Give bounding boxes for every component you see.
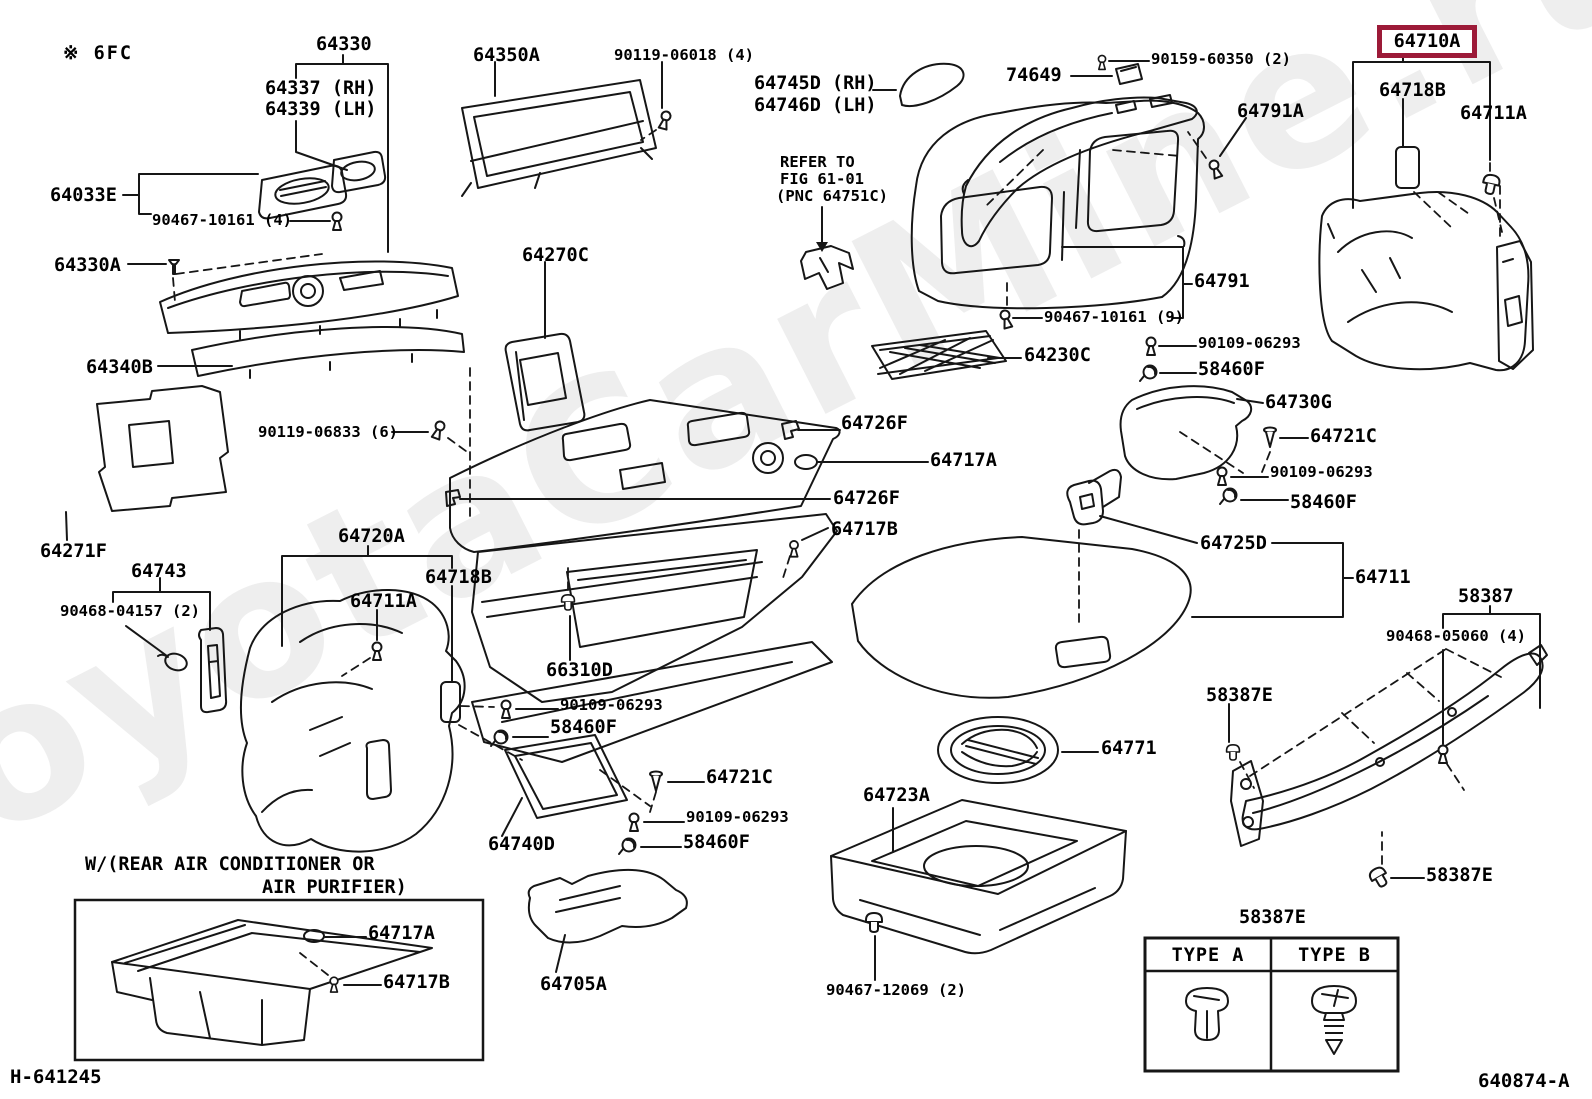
refer-note-line2: FIG 61-01 (780, 170, 864, 188)
part-label-64717b-variant: 64717B (383, 972, 450, 993)
variant-code-note: ※ 6FC (63, 43, 134, 64)
part-label-64340b: 64340B (86, 357, 153, 378)
visor-64745D-art (872, 62, 965, 107)
variant-box-title-line1: W/(REAR AIR CONDITIONER OR (85, 854, 375, 875)
insulator-64271F-art (65, 385, 229, 541)
clip-table-col-type-b: TYPE B (1298, 945, 1371, 966)
center-panel-art (445, 399, 929, 763)
mat-64711-art (851, 468, 1354, 699)
part-label-64711: 64711 (1355, 567, 1411, 588)
cover-64771-art (937, 716, 1099, 784)
part-label-64740d: 64740D (488, 834, 555, 855)
package-tray-art (122, 54, 465, 379)
part-label-90468-05060: 90468-05060 (4) (1386, 627, 1526, 645)
part-label-90119-06833: 90119-06833 (6) (258, 423, 398, 441)
mid-right-fasteners-art (1139, 336, 1197, 382)
part-label-64705a: 64705A (540, 974, 607, 995)
part-label-66310d: 66310D (546, 660, 613, 681)
part-label-64746d-lh: 64746D (LH) (754, 95, 877, 116)
part-label-64726f-top: 64726F (841, 413, 908, 434)
part-label-58460f-b: 58460F (1290, 492, 1357, 513)
clip-table-title: 58387E (1239, 907, 1306, 928)
variant-box-title-line2: AIR PURIFIER) (262, 877, 407, 898)
part-label-64718b-left: 64718B (425, 567, 492, 588)
part-label-90109-06293-a: 90109-06293 (1198, 334, 1301, 352)
net-64230C-art (871, 330, 1022, 380)
box-64723A-art (830, 799, 1127, 981)
figure-number-right: 640874-A (1478, 1070, 1570, 1092)
part-label-64791a: 64791A (1237, 101, 1304, 122)
highlighted-part-64710a: 64710A (1377, 25, 1477, 58)
part-label-58387: 58387 (1458, 586, 1514, 607)
part-label-64718b-right: 64718B (1379, 80, 1446, 101)
part-label-90109-06293-c: 90109-06293 (560, 696, 663, 714)
refer-note-line3: (PNC 64751C) (776, 187, 888, 205)
part-label-74649: 74649 (1006, 65, 1062, 86)
part-label-64711a-left: 64711A (350, 591, 417, 612)
part-label-64723a: 64723A (863, 785, 930, 806)
part-label-64721c-right: 64721C (1310, 426, 1377, 447)
part-label-64337-rh: 64337 (RH) (265, 78, 377, 99)
part-label-64720a: 64720A (338, 526, 405, 547)
part-label-64743: 64743 (131, 561, 187, 582)
bracket-64705A-art (527, 868, 688, 973)
part-label-90109-06293-b: 90109-06293 (1270, 463, 1373, 481)
part-label-58387e-bottom: 58387E (1426, 865, 1493, 886)
part-label-58460f-a: 58460F (1198, 359, 1265, 380)
part-label-90159-60350: 90159-60350 (2) (1151, 50, 1291, 68)
part-label-64230c: 64230C (1024, 345, 1091, 366)
part-label-90109-06293-d: 90109-06293 (686, 808, 789, 826)
part-label-64330a: 64330A (54, 255, 121, 276)
garnish-art (960, 94, 1247, 248)
part-label-64721c-left: 64721C (706, 767, 773, 788)
refer-note-art (800, 206, 854, 290)
part-label-90119-06018: 90119-06018 (4) (614, 46, 754, 64)
part-label-64791: 64791 (1194, 271, 1250, 292)
part-label-64711a-right: 64711A (1460, 103, 1527, 124)
part-label-90468-04157: 90468-04157 (2) (60, 602, 200, 620)
figure-number-left: H-641245 (10, 1066, 102, 1088)
part-label-64717b: 64717B (831, 519, 898, 540)
part-label-64033e: 64033E (50, 185, 117, 206)
left-quarter-trim-art (112, 545, 523, 853)
part-label-64726f-bottom: 64726F (833, 488, 900, 509)
tray-64730G-art (1119, 385, 1309, 505)
lower-left-fasteners-art (490, 699, 705, 855)
part-label-64339-lh: 64339 (LH) (265, 99, 377, 120)
part-label-90467-12069: 90467-12069 (2) (826, 981, 966, 999)
part-label-90467-10161-9: 90467-10161 (9) (1044, 308, 1184, 326)
part-label-90467-10161-4: 90467-10161 (4) (152, 211, 292, 229)
variant-box-art (73, 898, 485, 1062)
panel-64791-art (910, 99, 1205, 330)
panel-64270C-art (391, 261, 586, 523)
sunshade-64350A-art (461, 61, 673, 197)
part-label-64725d: 64725D (1200, 533, 1267, 554)
clip-table-art (1143, 936, 1400, 1073)
part-label-64330: 64330 (316, 34, 372, 55)
part-label-64350a: 64350A (473, 45, 540, 66)
part-label-58460f-d: 58460F (683, 832, 750, 853)
part-label-58387e-left: 58387E (1206, 685, 1273, 706)
part-label-64745d-rh: 64745D (RH) (754, 73, 877, 94)
part-label-64717a: 64717A (930, 450, 997, 471)
part-label-58460f-c: 58460F (550, 717, 617, 738)
part-label-64717a-variant: 64717A (368, 923, 435, 944)
clip-74649-art (1070, 54, 1150, 85)
part-label-64730g: 64730G (1265, 392, 1332, 413)
clip-table-col-type-a: TYPE A (1171, 945, 1245, 966)
refer-note-line1: REFER TO (780, 153, 855, 171)
part-label-64270c: 64270C (522, 245, 589, 266)
part-label-64771: 64771 (1101, 738, 1157, 759)
finisher-58387-art (1225, 605, 1548, 891)
part-label-64271f: 64271F (40, 541, 107, 562)
